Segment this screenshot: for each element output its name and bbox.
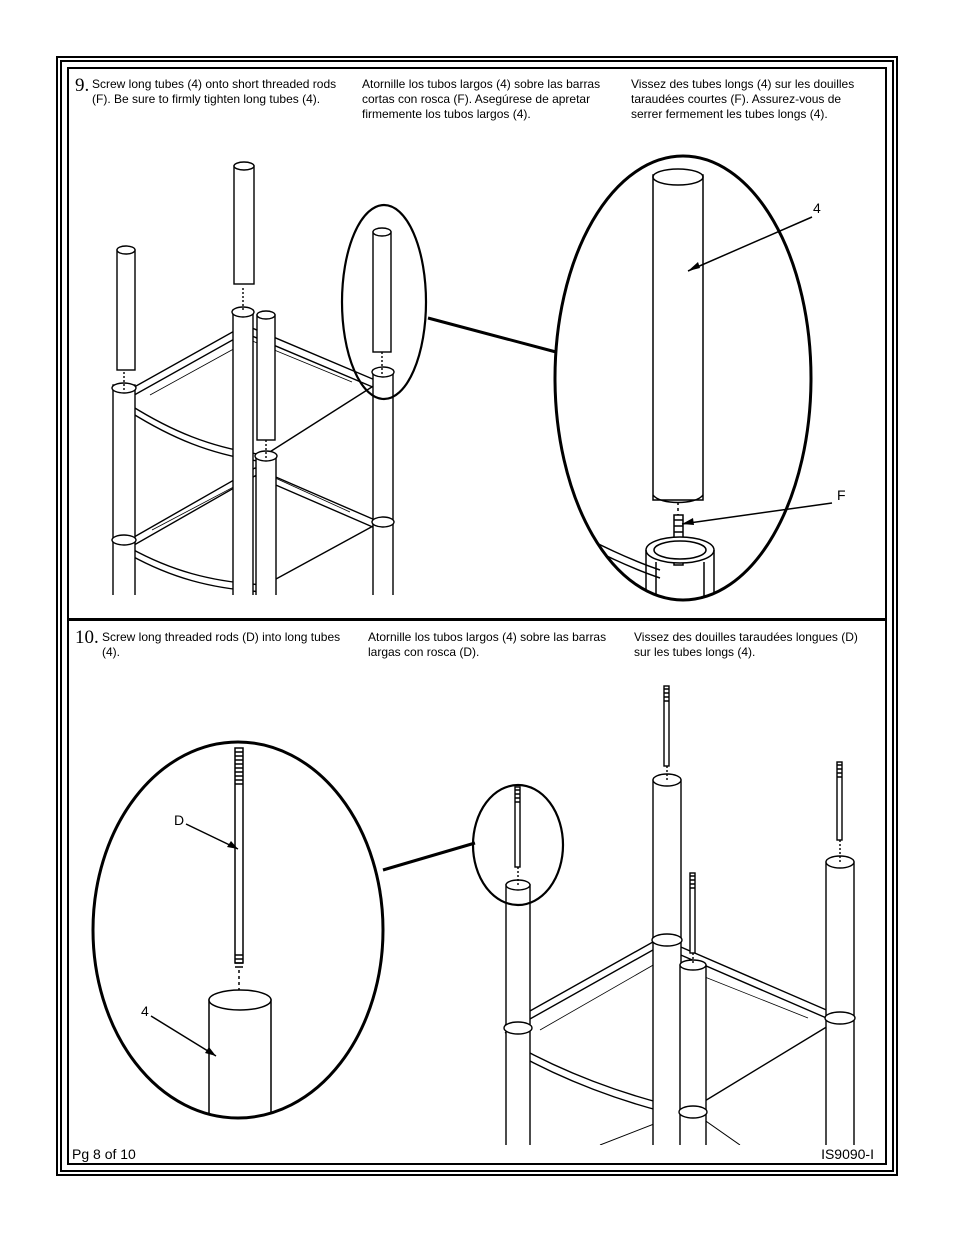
step9-shelf-drawing [111,161,395,595]
step10-text-spanish: Atornille los tubos largos (4) sobre las… [368,630,607,659]
step9-detail-connector [427,316,557,354]
step9-text-spanish: Atornille los tubos largos (4) sobre las… [362,77,601,121]
step-divider [68,618,886,621]
document-id: IS9090-I [821,1146,874,1162]
step9-zoom-view [553,154,833,602]
step9-number: 9. [75,75,90,96]
step10-shelf-drawing [503,685,856,1145]
step10-callout-rod-label: D [174,812,184,828]
step10-callout-tube-label: 4 [141,1003,149,1019]
step9-text-french: Vissez des tubes longs (4) sur les douil… [631,77,855,121]
step9-callout-rod-label: F [837,487,846,503]
step10-detail-connector [382,841,476,872]
step10-number: 10. [75,627,99,648]
page-number: Pg 8 of 10 [72,1146,136,1162]
step10-zoom-view [91,740,385,1120]
step9-callout-tube-label: 4 [813,200,821,216]
step10-text-english: Screw long threaded rods (D) into long t… [102,630,341,659]
step9-detail-circle [340,203,428,401]
page-border-outer [56,56,898,1176]
step9-text-english: Screw long tubes (4) onto short threaded… [92,77,337,106]
page-border-inner [67,67,887,1165]
step10-text-french: Vissez des douilles taraudées longues (D… [634,630,858,659]
